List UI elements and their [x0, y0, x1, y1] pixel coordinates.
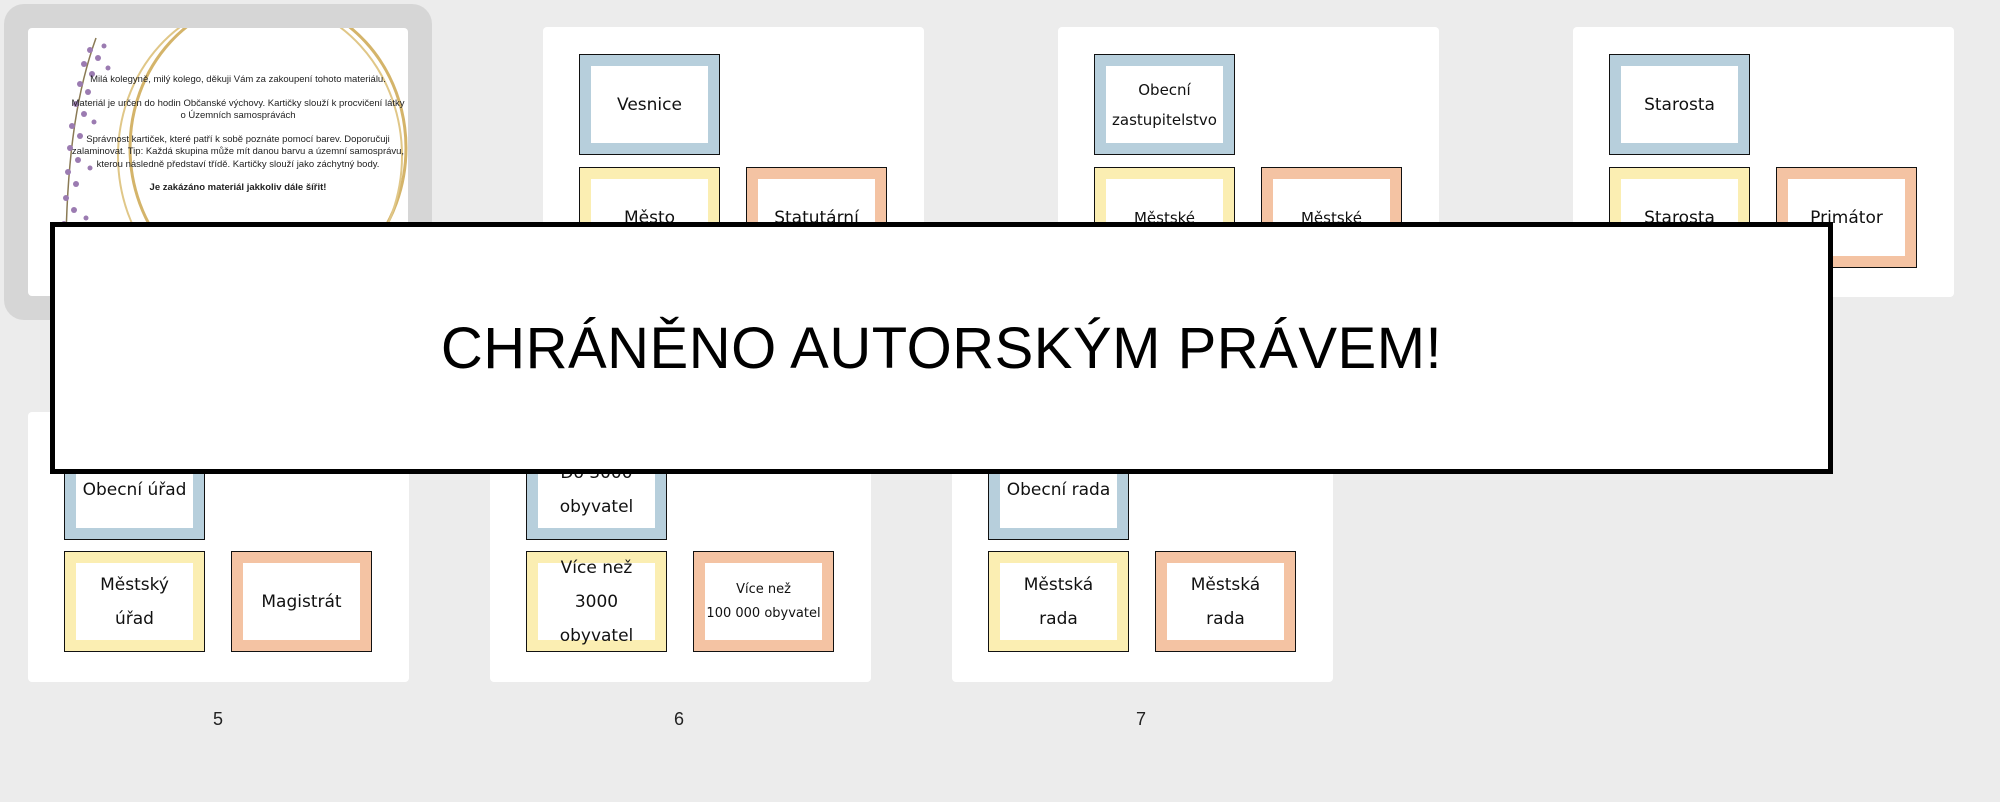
- card-label: Městská rada: [1167, 563, 1284, 640]
- card-orange: Více než 100 000 obyvatel: [693, 551, 834, 652]
- card-label: Městská rada: [1000, 563, 1117, 640]
- card-label: Více než 100 000 obyvatel: [705, 563, 822, 640]
- card-label: Více než 3000 obyvatel: [538, 558, 655, 646]
- card-blue: Obecní zastupitelstvo: [1094, 54, 1235, 155]
- intro-instructions: Správnost kartiček, které patří k sobě p…: [71, 133, 405, 170]
- card-label: Starosta: [1621, 66, 1738, 143]
- intro-warning: Je zakázáno materiál jakkoliv dále šířit…: [149, 182, 327, 193]
- copyright-watermark-text: CHRÁNĚNO AUTORSKÝM PRÁVEM!: [440, 315, 1443, 381]
- card-orange: Magistrát: [231, 551, 372, 652]
- page-thumbnail-7[interactable]: Obecní rada Městská rada Městská rada: [952, 412, 1333, 682]
- card-label: Vesnice: [591, 66, 708, 143]
- intro-greeting: Milá kolegyně, milý kolego, děkuji Vám z…: [90, 74, 386, 85]
- page-number-5: 5: [212, 709, 223, 729]
- page-number-6: 6: [673, 709, 684, 729]
- card-label: Obecní zastupitelstvo: [1106, 66, 1223, 143]
- page-number-7: 7: [1135, 709, 1146, 729]
- card-orange: Městská rada: [1155, 551, 1296, 652]
- card-yellow: Městský úřad: [64, 551, 205, 652]
- card-yellow: Městská rada: [988, 551, 1129, 652]
- card-blue: Vesnice: [579, 54, 720, 155]
- card-label: Městský úřad: [76, 563, 193, 640]
- copyright-watermark-banner: CHRÁNĚNO AUTORSKÝM PRÁVEM!: [50, 222, 1833, 474]
- intro-purpose: Materiál je určen do hodin Občanské vých…: [71, 97, 405, 122]
- intro-text: Milá kolegyně, milý kolego, děkuji Vám z…: [68, 74, 408, 206]
- card-label: Magistrát: [243, 563, 360, 640]
- card-blue: Starosta: [1609, 54, 1750, 155]
- card-yellow: Více než 3000 obyvatel: [526, 551, 667, 652]
